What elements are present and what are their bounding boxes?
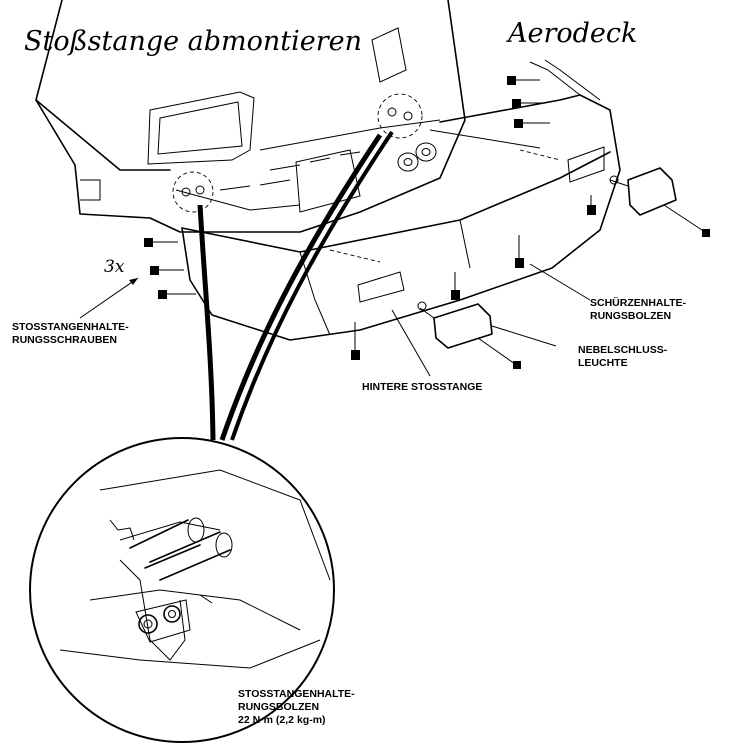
label-bumper-bolts: STOSSTANGENHALTE- RUNGSBOLZEN 22 N·m (2,…	[238, 688, 355, 726]
detail-connector-right	[219, 133, 383, 441]
bolt-icon	[515, 235, 524, 268]
reflector-right	[567, 146, 605, 183]
screw-icon	[150, 266, 184, 275]
bumper-screws	[144, 76, 550, 299]
screw-icon	[158, 290, 196, 299]
label-fog-light-line1: NEBELSCHLUSS-	[578, 344, 668, 356]
label-bumper-bolts-line2: RUNGSBOLZEN	[238, 701, 319, 713]
title-left: Stoßstange abmontieren	[24, 26, 362, 57]
fog-light-center	[417, 301, 521, 369]
detail-connector-right-2	[230, 130, 394, 441]
label-fog-light: NEBELSCHLUSS- LEUCHTE	[578, 344, 668, 369]
label-apron-bolts-line1: SCHÜRZENHALTE-	[590, 296, 687, 309]
title-right: Aerodeck	[505, 18, 637, 49]
apron-bolts	[351, 195, 596, 360]
bolt-icon	[451, 272, 460, 300]
detail-connector-left	[197, 204, 216, 441]
label-bumper-screws-line2: RUNGSSCHRAUBEN	[12, 334, 117, 346]
detail-view	[29, 437, 335, 743]
rear-bumper	[181, 59, 621, 341]
reflector-left	[357, 271, 405, 303]
car-body	[35, 0, 466, 233]
bolt-icon	[587, 195, 596, 215]
label-apron-bolts: SCHÜRZENHALTE- RUNGSBOLZEN	[590, 296, 687, 322]
label-fog-light-line2: LEUCHTE	[578, 357, 628, 369]
label-bumper-screws-line1: STOSSTANGENHALTE-	[12, 321, 129, 333]
label-apron-bolts-line2: RUNGSBOLZEN	[590, 310, 671, 322]
screw-icon	[144, 238, 178, 247]
label-bumper-bolts-line1: STOSSTANGENHALTE-	[238, 688, 355, 700]
screw-icon	[512, 99, 545, 108]
label-rear-bumper: HINTERE STOSSTANGE	[362, 381, 482, 393]
fog-light-right	[609, 167, 710, 237]
screw-icon	[514, 119, 550, 128]
count-note: 3x	[104, 257, 125, 277]
screw-icon	[507, 76, 540, 85]
label-bumper-screws: STOSSTANGENHALTE- RUNGSSCHRAUBEN	[12, 321, 129, 346]
bolt-icon	[351, 322, 360, 360]
label-bumper-bolts-torque: 22 N·m (2,2 kg-m)	[238, 714, 326, 726]
